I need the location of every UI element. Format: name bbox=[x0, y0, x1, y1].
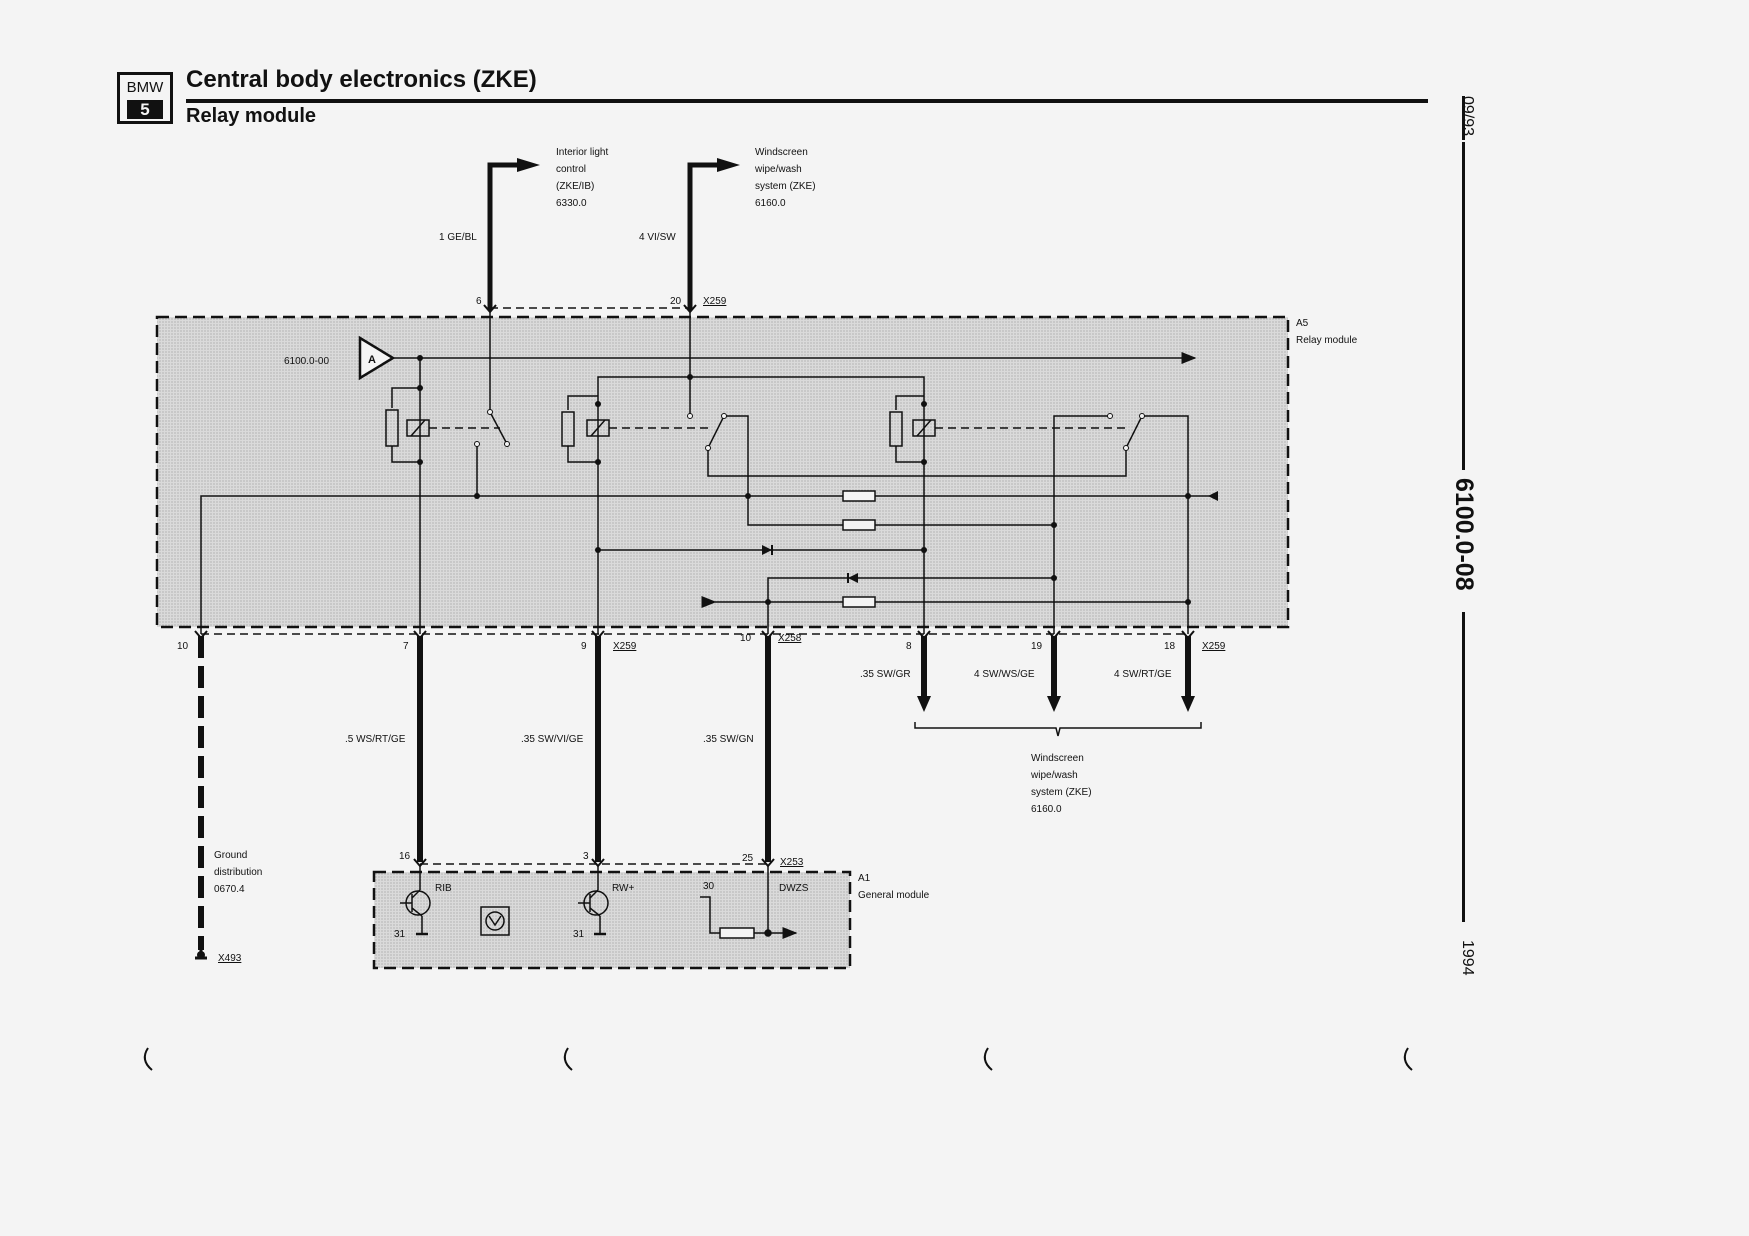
title-rule bbox=[186, 99, 1428, 103]
sidebar-line-top bbox=[1462, 96, 1465, 140]
wire-label-top-right: 4 VI/SW bbox=[639, 232, 676, 243]
page-subtitle: Relay module bbox=[186, 105, 317, 127]
wiper-top-label: Windscreen wipe/wash system (ZKE) 6160.0 bbox=[754, 147, 816, 209]
wire-arrowheads bbox=[917, 696, 1195, 712]
connector-id: X259 bbox=[1202, 641, 1226, 652]
relay-module-ref: 6100.0-00 bbox=[284, 356, 329, 367]
sidebar-line-bottom bbox=[1462, 612, 1465, 922]
pin-label: 9 bbox=[581, 641, 587, 652]
interior-light-label: Interior light control (ZKE/IB) 6330.0 bbox=[556, 147, 608, 209]
connector-id: X258 bbox=[778, 633, 802, 644]
general-label-dwzs: DWZS bbox=[779, 883, 809, 894]
relay-module-box bbox=[155, 315, 1290, 629]
transistor-icon bbox=[400, 866, 431, 936]
pin-label: 18 bbox=[1164, 641, 1176, 652]
dest-line: Windscreen bbox=[755, 147, 808, 158]
transistor-icon bbox=[578, 866, 609, 936]
logo-model: 5 bbox=[127, 100, 163, 119]
wire-ground bbox=[194, 630, 208, 960]
wire-label: .5 WS/RT/GE bbox=[345, 734, 406, 745]
dest-line: 6160.0 bbox=[755, 198, 786, 209]
destination-brace bbox=[914, 722, 1202, 737]
wire-label-top-left: 1 GE/BL bbox=[439, 232, 477, 243]
bottom-wires bbox=[417, 636, 1191, 862]
general-label-rw: RW+ bbox=[612, 883, 634, 894]
relay-module-designator: A5 bbox=[1296, 318, 1309, 329]
dest-line: (ZKE/IB) bbox=[556, 181, 594, 192]
general-label-31: 31 bbox=[573, 929, 585, 940]
top-connector-id: X259 bbox=[703, 296, 727, 307]
logo-brand: BMW bbox=[126, 79, 164, 96]
pin-label: 16 bbox=[399, 851, 411, 862]
connector-id: X253 bbox=[780, 857, 804, 868]
wire-label: .35 SW/GR bbox=[860, 669, 911, 680]
wire-windscreen-top bbox=[683, 158, 740, 314]
reference-marker: A bbox=[368, 354, 376, 366]
junction-dots bbox=[417, 355, 1191, 605]
wiring-diagram-sheet: BMW 5 Central body electronics (ZKE) Rel… bbox=[117, 66, 1478, 1071]
wire-label: 4 SW/WS/GE bbox=[974, 669, 1035, 680]
schematic: A5 Relay module 6100.0-00 A 1 GE/BL 4 VI… bbox=[143, 147, 1413, 1071]
pin-label: 10 bbox=[177, 641, 189, 652]
dest-line: Windscreen bbox=[1031, 753, 1084, 764]
wire-label: .35 SW/GN bbox=[703, 734, 754, 745]
dest-line: 6160.0 bbox=[1031, 804, 1062, 815]
pin-label: 3 bbox=[583, 851, 589, 862]
pin-label: 10 bbox=[740, 633, 752, 644]
general-label-30: 30 bbox=[703, 881, 715, 892]
dest-line: 0670.4 bbox=[214, 884, 245, 895]
dwzs-circuit bbox=[700, 866, 798, 939]
bmw-5-logo: BMW 5 bbox=[117, 72, 173, 124]
resistor-icon bbox=[842, 490, 876, 608]
dest-line: 6330.0 bbox=[556, 198, 587, 209]
dest-line: Interior light bbox=[556, 147, 608, 158]
processor-icon bbox=[480, 906, 510, 936]
dest-line: system (ZKE) bbox=[755, 181, 816, 192]
general-label-31: 31 bbox=[394, 929, 406, 940]
ground-connector-id: X493 bbox=[218, 953, 242, 964]
binding-marks bbox=[143, 1047, 1413, 1071]
pin-label: 19 bbox=[1031, 641, 1043, 652]
wire-interior-light bbox=[483, 158, 540, 314]
top-pin-6: 6 bbox=[476, 296, 482, 307]
general-module-designator: A1 bbox=[858, 873, 871, 884]
general-module-name: General module bbox=[858, 890, 930, 901]
wire-label: 4 SW/RT/GE bbox=[1114, 669, 1172, 680]
top-pin-20: 20 bbox=[670, 296, 682, 307]
relay-module-name: Relay module bbox=[1296, 335, 1358, 346]
pin-label: 8 bbox=[906, 641, 912, 652]
dest-line: wipe/wash bbox=[1030, 770, 1078, 781]
wire-label: .35 SW/VI/GE bbox=[521, 734, 584, 745]
dest-line: distribution bbox=[214, 867, 262, 878]
dest-line: control bbox=[556, 164, 586, 175]
pin-label: 7 bbox=[403, 641, 409, 652]
connector-chevrons bbox=[413, 630, 1195, 868]
dest-line: system (ZKE) bbox=[1031, 787, 1092, 798]
sidebar-line-mid bbox=[1462, 142, 1465, 470]
connector-id: X259 bbox=[613, 641, 637, 652]
diode-icon bbox=[762, 491, 1218, 583]
page-title: Central body electronics (ZKE) bbox=[186, 66, 537, 93]
reference-triangle-icon bbox=[358, 335, 396, 381]
dest-line: Ground bbox=[214, 850, 247, 861]
general-module-box bbox=[372, 870, 852, 970]
pin-label: 25 bbox=[742, 853, 754, 864]
general-label-rib: RIB bbox=[435, 883, 452, 894]
dest-line: wipe/wash bbox=[754, 164, 802, 175]
